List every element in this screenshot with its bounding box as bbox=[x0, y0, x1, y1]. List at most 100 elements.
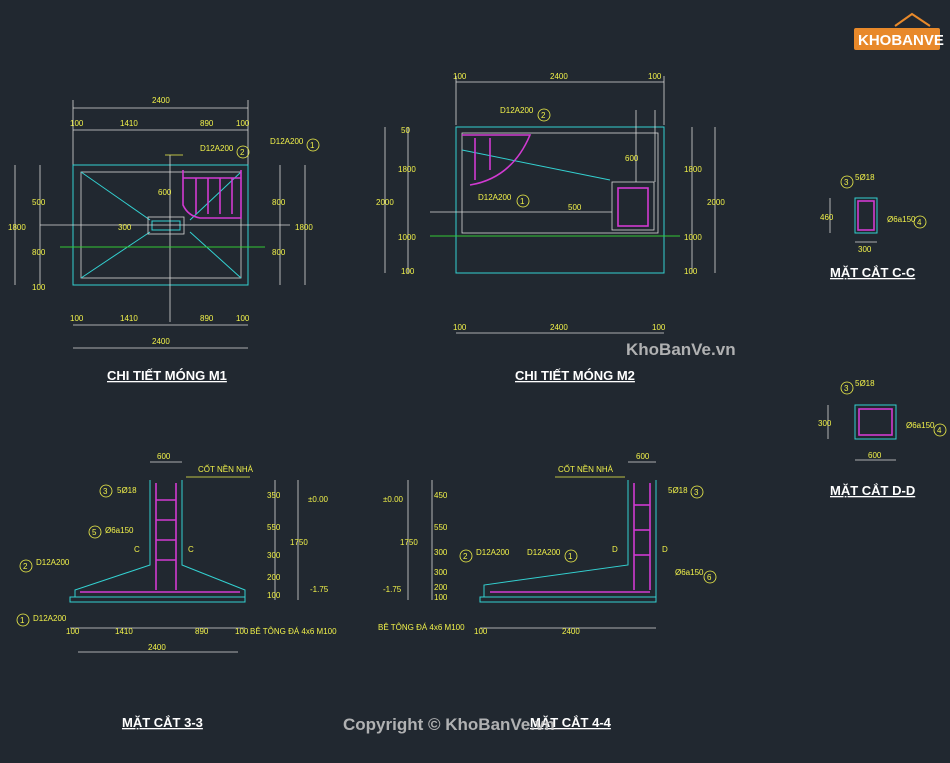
watermark-site: KhoBanVe.vn bbox=[626, 340, 736, 359]
m1-title: CHI TIẾT MÓNG M1 bbox=[107, 368, 227, 383]
s44-title: MẶT CẮT 4-4 bbox=[530, 715, 612, 730]
m2-dim-mid: 500 bbox=[568, 203, 582, 212]
s33-dim-a: 100 bbox=[66, 627, 80, 636]
s33-base-note: BÊ TÔNG ĐÁ 4x6 M100 bbox=[250, 627, 337, 636]
s44-base-note: BÊ TÔNG ĐÁ 4x6 M100 bbox=[378, 623, 465, 632]
m1-tag-2: 2 bbox=[240, 148, 245, 157]
dd-rebar-main: 5Ø18 bbox=[855, 379, 875, 388]
m1-dim-col-v: 300 bbox=[118, 223, 132, 232]
s33-rebar-a: D12A200 bbox=[36, 558, 70, 567]
s33-dim-total: 2400 bbox=[148, 643, 166, 652]
m2-dim-bot-b: 100 bbox=[652, 323, 666, 332]
cc-tag-4: 4 bbox=[917, 218, 922, 227]
m2-dim-left-total: 2000 bbox=[376, 198, 394, 207]
s33-floor-label: CỐT NỀN NHÀ bbox=[198, 464, 254, 474]
s44-tag-1: 1 bbox=[568, 552, 573, 561]
section-d-d: 300 600 3 5Ø18 Ø6a150 4 MẶT CẮT D-D bbox=[818, 379, 947, 498]
s44-level-bot: -1.75 bbox=[383, 585, 402, 594]
s33-stirrup: Ø6a150 bbox=[105, 526, 134, 535]
m1-rebar-label-1: D12A200 bbox=[200, 144, 234, 153]
s44-h6: 100 bbox=[434, 593, 448, 602]
m2-dim-top: 2400 bbox=[550, 72, 568, 81]
m2-tag-1: 1 bbox=[520, 197, 525, 206]
m2-dim-left-c: 1000 bbox=[398, 233, 416, 242]
s44-h4: 300 bbox=[434, 568, 448, 577]
m2-dim-right-b: 1000 bbox=[684, 233, 702, 242]
dd-stirrup: Ø6a150 bbox=[906, 421, 935, 430]
s44-stirrup: Ø6a150 bbox=[675, 568, 704, 577]
section-4-4: CỐT NỀN NHÀ 600 5Ø18 3 Ø6a150 6 2 D12A20… bbox=[378, 452, 717, 730]
dd-tag-4: 4 bbox=[937, 426, 942, 435]
m2-dim-bot: 2400 bbox=[550, 323, 568, 332]
s44-dim-a: 100 bbox=[474, 627, 488, 636]
m1-dim-total-top: 2400 bbox=[152, 96, 170, 105]
s33-cut-right: C bbox=[188, 545, 194, 554]
s44-h2: 550 bbox=[434, 523, 448, 532]
m2-rebar-label-2: D12A200 bbox=[500, 106, 534, 115]
s44-tag-2: 2 bbox=[463, 552, 468, 561]
cc-dim-w: 300 bbox=[858, 245, 872, 254]
s44-dim-col: 600 bbox=[636, 452, 650, 461]
m2-dim-top-b: 100 bbox=[648, 72, 662, 81]
m1-dim-c: 890 bbox=[200, 119, 214, 128]
s33-rebar-b: D12A200 bbox=[33, 614, 67, 623]
s33-cut-left: C bbox=[134, 545, 140, 554]
m1-dim-a-bottom: 100 bbox=[70, 314, 84, 323]
s33-h-total: 1750 bbox=[290, 538, 308, 547]
m1-dim-total-bottom: 2400 bbox=[152, 337, 170, 346]
s44-floor-label: CỐT NỀN NHÀ bbox=[558, 464, 614, 474]
m1-dim-d: 100 bbox=[236, 119, 250, 128]
m1-dim-right-b: 800 bbox=[272, 248, 286, 257]
m1-dim-a: 100 bbox=[70, 119, 84, 128]
cc-stirrup: Ø6a150 bbox=[887, 215, 916, 224]
m1-dim-right-a: 800 bbox=[272, 198, 286, 207]
m1-dim-b: 1410 bbox=[120, 119, 138, 128]
m2-rebar-label-1: D12A200 bbox=[478, 193, 512, 202]
cc-rebar-main: 5Ø18 bbox=[855, 173, 875, 182]
m2-dim-bot-a: 100 bbox=[453, 323, 467, 332]
m1-dim-left-b: 800 bbox=[32, 248, 46, 257]
s33-h4: 200 bbox=[267, 573, 281, 582]
khobanve-logo: KHOBANVE bbox=[854, 12, 944, 50]
m1-dim-left-c: 100 bbox=[32, 283, 46, 292]
m2-dim-right-total: 2000 bbox=[707, 198, 725, 207]
s44-rebar-main: 5Ø18 bbox=[668, 486, 688, 495]
dd-dim-w: 600 bbox=[868, 451, 882, 460]
m2-dim-left-b: 1800 bbox=[398, 165, 416, 174]
s44-tag-6: 6 bbox=[707, 573, 712, 582]
m1-rebar-label-2: D12A200 bbox=[270, 137, 304, 146]
m1-dim-left-a: 500 bbox=[32, 198, 46, 207]
s33-rebar-main: 5Ø18 bbox=[117, 486, 137, 495]
foundation-m2-plan: 100 2400 100 D12A200 2 D12A200 1 600 500… bbox=[376, 72, 725, 383]
dd-title: MẶT CẮT D-D bbox=[830, 483, 915, 498]
m2-title: CHI TIẾT MÓNG M2 bbox=[515, 368, 635, 383]
s33-title: MẶT CẮT 3-3 bbox=[122, 715, 203, 730]
s33-dim-d: 100 bbox=[235, 627, 249, 636]
m2-dim-right-a: 1800 bbox=[684, 165, 702, 174]
s44-cut-right: D bbox=[662, 545, 668, 554]
watermark-copyright: Copyright © KhoBanVe.vn bbox=[343, 715, 555, 734]
m1-dim-left-total: 1800 bbox=[8, 223, 26, 232]
s44-rebar-b: D12A200 bbox=[527, 548, 561, 557]
dd-dim-h: 300 bbox=[818, 419, 832, 428]
s44-tag-3: 3 bbox=[694, 488, 699, 497]
s33-tag-1: 1 bbox=[20, 616, 25, 625]
section-3-3: 600 CỐT NỀN NHÀ 3 5Ø18 5 Ø6a150 2 D12A20… bbox=[16, 452, 337, 730]
s44-cut-left: D bbox=[612, 545, 618, 554]
s33-dim-b: 1410 bbox=[115, 627, 133, 636]
s33-h2: 550 bbox=[267, 523, 281, 532]
s33-h1: 350 bbox=[267, 491, 281, 500]
m2-tag-2: 2 bbox=[541, 111, 546, 120]
s33-tag-2: 2 bbox=[23, 562, 28, 571]
m2-dim-top-a: 100 bbox=[453, 72, 467, 81]
m1-dim-b-bottom: 1410 bbox=[120, 314, 138, 323]
m2-dim-left-d: 100 bbox=[401, 267, 415, 276]
m1-dim-d-bottom: 100 bbox=[236, 314, 250, 323]
s33-level-bot: -1.75 bbox=[310, 585, 329, 594]
s33-h3: 300 bbox=[267, 551, 281, 560]
cc-dim-h: 460 bbox=[820, 213, 834, 222]
m2-dim-left-a: 50 bbox=[401, 126, 410, 135]
cc-title: MẶT CẮT C-C bbox=[830, 265, 916, 280]
m1-dim-c-bottom: 890 bbox=[200, 314, 214, 323]
